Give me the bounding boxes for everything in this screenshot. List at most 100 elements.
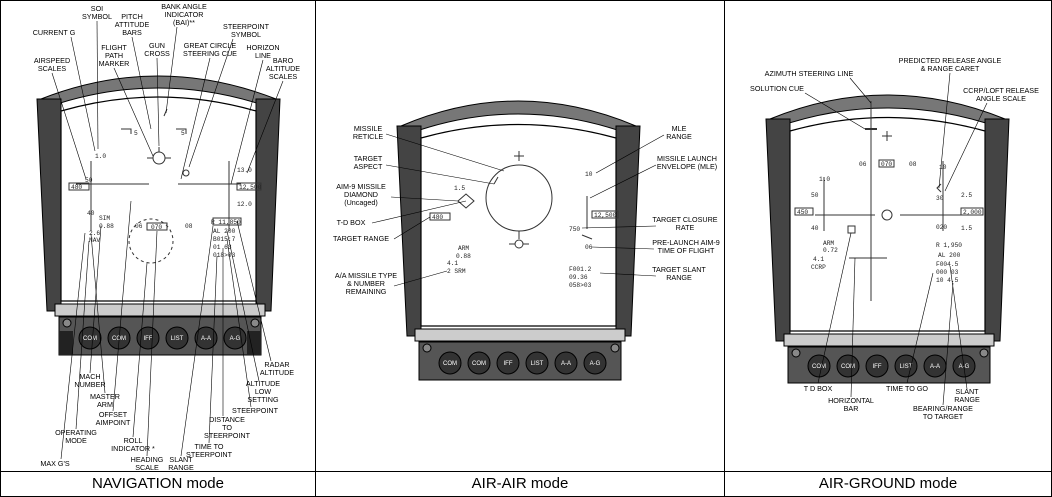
hud-ccrp-n: 4.1: [813, 256, 824, 263]
button-com1[interactable]: COM: [807, 354, 831, 378]
button-list[interactable]: LIST: [525, 351, 549, 375]
label-steerpoint-sym-2: SYMBOL: [231, 30, 261, 39]
button-list-label: LIST: [531, 361, 544, 367]
label-roll-1: ROLL: [124, 436, 143, 445]
label-missile-2: RETICLE: [353, 132, 384, 141]
hud-stpt: B015:7: [213, 236, 236, 243]
label-alt-low-1: ALTITUDE: [246, 379, 280, 388]
label-prelaunch-1: PRE-LAUNCH AIM-9: [652, 238, 720, 247]
hud-dist: 01 63: [213, 244, 232, 251]
button-list[interactable]: LIST: [165, 326, 189, 350]
label-range: TARGET RANGE: [333, 234, 389, 243]
label-ttg: TIME TO GO: [886, 384, 928, 393]
hud-mach: SIM: [99, 215, 110, 222]
hud-readouts: 1.5 480 ARM 0.88 4.1 2 SRM 10 12,500 750…: [432, 171, 617, 289]
button-aa[interactable]: A-A: [194, 326, 218, 350]
button-iff[interactable]: IFF: [496, 351, 520, 375]
button-com2[interactable]: COM: [836, 354, 860, 378]
button-aa[interactable]: A-A: [554, 351, 578, 375]
hud-t0: 000 03: [936, 269, 959, 276]
label-heading-1: HEADING: [131, 455, 164, 464]
hud-mle: 10: [585, 171, 593, 178]
button-ag[interactable]: A-G: [583, 351, 607, 375]
hud-hdg-r: 08: [909, 161, 917, 168]
button-com1-label: COM: [812, 364, 826, 370]
label-mach-1: MACH: [79, 372, 100, 381]
button-com1[interactable]: COM: [438, 351, 462, 375]
caption-navigation: NAVIGATION mode: [1, 471, 315, 496]
label-opmode-1: OPERATING: [55, 428, 97, 437]
hud-symbology: [429, 151, 619, 249]
label-missile-1: MISSILE: [354, 124, 383, 133]
hud-mis1: 4.1: [447, 260, 458, 267]
hud-housing: [396, 100, 641, 381]
button-com2-label: COM: [841, 364, 855, 370]
label-solution: SOLUTION CUE: [750, 84, 804, 93]
button-aa-label: A-A: [561, 361, 571, 367]
label-current-g: CURRENT G: [33, 28, 76, 37]
leader-lines: [51, 20, 284, 460]
hud-br: 10 4.5: [936, 277, 959, 284]
label-airspeed-1: AIRSPEED: [34, 56, 70, 65]
mode-button-row: COM COM IFF LIST A-A A-G: [78, 326, 247, 350]
hud-readouts: 1.0 5 5 50 480 40 13.0 12,500 12.0 SIM 0…: [71, 130, 262, 259]
hud-hdg-r: 08: [185, 223, 193, 230]
hud-a25: 2.5: [961, 192, 972, 199]
button-iff[interactable]: IFF: [865, 354, 889, 378]
button-aa[interactable]: A-A: [923, 354, 947, 378]
label-steerpoint-sym-1: STEERPOINT: [223, 22, 270, 31]
label-dist-3: STEERPOINT: [204, 431, 251, 440]
hud-t1: 09.36: [569, 274, 588, 281]
label-baro-2: ALTITUDE: [266, 64, 300, 73]
button-iff-label: IFF: [144, 336, 153, 342]
hud-readouts: 06 070 08 10 1.0 50 450 40 2,000 2.5 30 …: [797, 161, 982, 284]
button-ag-label: A-G: [230, 336, 241, 342]
label-hbar-2: BAR: [844, 404, 859, 413]
label-slant-2: RANGE: [954, 395, 980, 404]
label-pra-2: & RANGE CARET: [921, 64, 980, 73]
label-mach-2: NUMBER: [74, 380, 105, 389]
label-fpm-3: MARKER: [99, 59, 130, 68]
label-soi-1: SOI: [91, 4, 103, 13]
label-azimuth: AZIMUTH STEERING LINE: [765, 69, 854, 78]
label-gcsc-2: STEERING CUE: [183, 49, 237, 58]
hud-arm: 2.6: [89, 230, 100, 237]
button-ag[interactable]: A-G: [223, 326, 247, 350]
hud-s50: 50: [811, 192, 819, 199]
button-com2[interactable]: COM: [467, 351, 491, 375]
label-ccrp-1: CCRP/LOFT RELEASE: [963, 86, 1039, 95]
hud-arm: ARM: [823, 240, 834, 247]
label-bearing-1: BEARING/RANGE: [913, 404, 973, 413]
button-com1[interactable]: COM: [78, 326, 102, 350]
label-slant-1: SLANT: [955, 387, 979, 396]
td-box: [847, 225, 856, 234]
hud-speed-box: 480: [71, 184, 82, 191]
label-bearing-2: TO TARGET: [923, 412, 964, 421]
hud-g: 1.0: [819, 176, 830, 183]
leader-lines: [371, 133, 665, 287]
hud-slant: F001.2: [569, 266, 592, 273]
hud-nav: NAV: [89, 237, 100, 244]
label-gun-1: GUN: [149, 41, 165, 50]
label-gcsc-1: GREAT CIRCLE: [184, 41, 237, 50]
label-alt-low-3: SETTING: [247, 395, 279, 404]
hud-mis2: 2 SRM: [447, 268, 466, 275]
hud-symbology: [68, 108, 262, 264]
panel-air-ground: COM COM IFF LIST A-A A-G: [724, 0, 1052, 497]
button-list[interactable]: LIST: [894, 354, 918, 378]
hud-a30: 30: [936, 195, 944, 202]
label-pitch-1: PITCH: [121, 12, 143, 21]
callout-labels: MISSILE RETICLE TARGET ASPECT AIM-9 MISS…: [333, 124, 720, 296]
hud-a15: 1.5: [961, 225, 972, 232]
label-slant-1: SLANT: [169, 455, 193, 464]
aim9-diamond: [457, 193, 475, 209]
label-closure-1: TARGET CLOSURE: [652, 215, 717, 224]
button-list-label: LIST: [171, 336, 184, 342]
label-baro-1: BARO: [273, 56, 294, 65]
label-steerpoint: STEERPOINT: [232, 406, 279, 415]
label-alt-low-2: LOW: [255, 387, 272, 396]
panel-navigation: COM COM IFF LIST A-A A-G: [0, 0, 316, 497]
label-dist-2: TO: [222, 423, 232, 432]
button-iff[interactable]: IFF: [136, 326, 160, 350]
label-type-3: REMAINING: [346, 287, 387, 296]
